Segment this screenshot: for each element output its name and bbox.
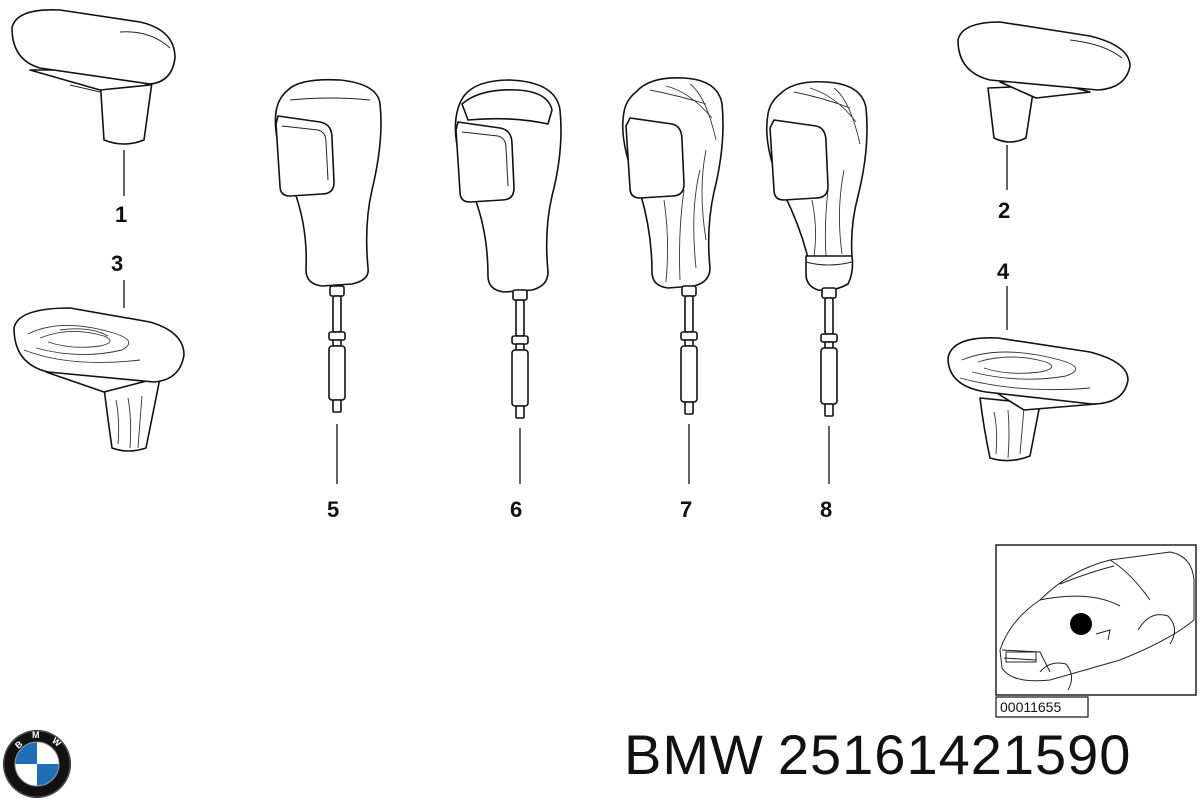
knob-2 — [957, 21, 1131, 143]
part-number: 25161421590 — [777, 723, 1132, 786]
reference-number: 00011655 — [1000, 699, 1061, 715]
pin-7 — [680, 285, 698, 415]
callout-6: 6 — [510, 497, 522, 522]
pin-5 — [328, 285, 346, 413]
callout-4: 4 — [997, 259, 1010, 284]
location-marker-icon — [1070, 613, 1092, 635]
knob-7 — [621, 76, 724, 289]
pin-8 — [820, 287, 838, 417]
callout-1: 1 — [115, 202, 127, 227]
knob-8 — [765, 80, 868, 292]
car-location-inset — [995, 544, 1197, 696]
brand-label: BMW — [624, 723, 764, 786]
callout-2: 2 — [998, 198, 1010, 223]
callout-8: 8 — [820, 497, 832, 522]
knob-3 — [13, 307, 185, 452]
pin-6 — [511, 289, 529, 419]
bmw-logo: B M W — [3, 730, 71, 798]
callout-3: 3 — [111, 251, 123, 276]
knob-1 — [11, 9, 176, 145]
callout-7: 7 — [680, 497, 692, 522]
knob-5 — [274, 78, 382, 287]
reference-box — [995, 696, 1089, 718]
knob-6 — [454, 79, 562, 293]
knob-4 — [947, 337, 1129, 462]
svg-text:M: M — [32, 730, 40, 740]
callout-5: 5 — [327, 497, 339, 522]
svg-text:B: B — [13, 738, 25, 750]
